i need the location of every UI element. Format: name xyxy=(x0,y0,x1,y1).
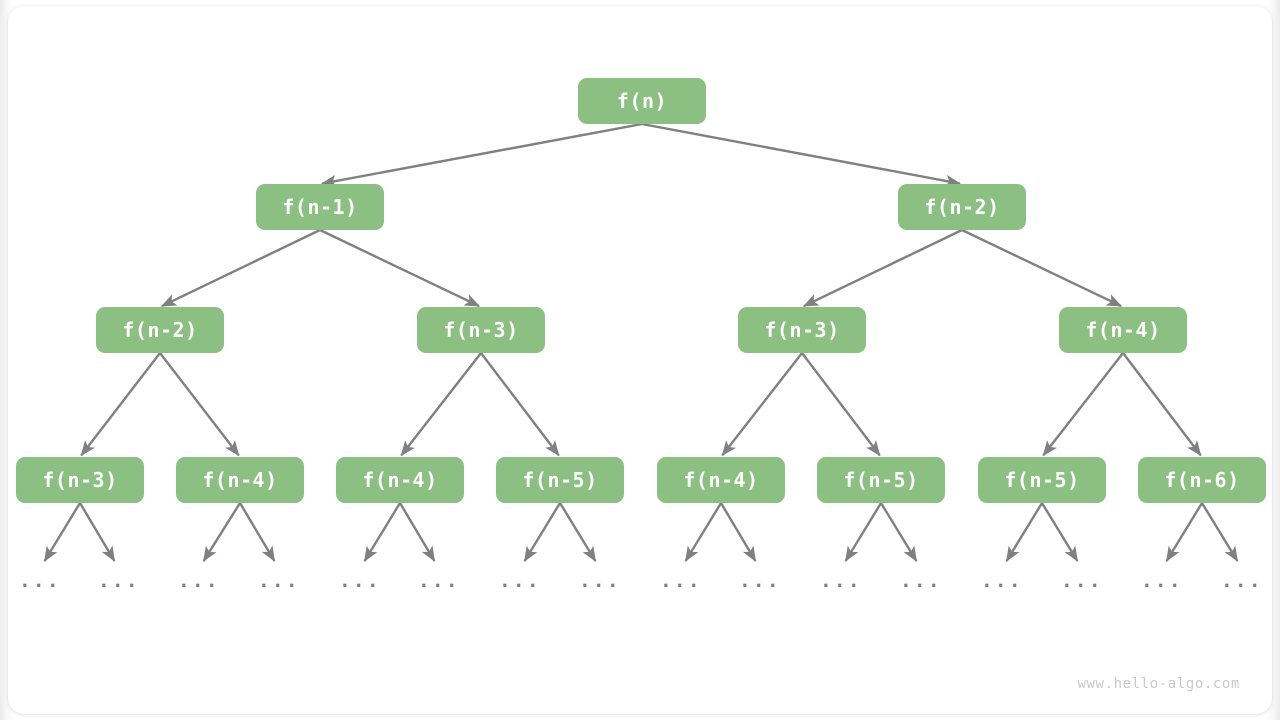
ellipsis-marker: ... xyxy=(258,570,300,592)
ellipsis-marker: ... xyxy=(579,570,621,592)
edge-n7-to-ellipsis-0 xyxy=(43,501,82,562)
ellipsis-marker: ... xyxy=(981,570,1023,592)
edge-n6-to-n14 xyxy=(1121,351,1202,457)
edge-n3-to-n8 xyxy=(158,351,240,457)
edge-n4-to-n9 xyxy=(400,351,483,457)
watermark: www.hello-algo.com xyxy=(1077,676,1240,692)
ellipsis-marker: ... xyxy=(900,570,942,592)
ellipsis-marker: ... xyxy=(1221,570,1263,592)
edge-n1-to-n3 xyxy=(160,228,322,307)
edge-n9-to-ellipsis-0 xyxy=(363,501,402,562)
tree-node-n0: f(n) xyxy=(578,78,706,124)
ellipsis-marker: ... xyxy=(178,570,220,592)
tree-node-n10: f(n-5) xyxy=(496,457,624,503)
edge-n8-to-ellipsis-1 xyxy=(238,501,276,562)
tree-node-n9: f(n-4) xyxy=(336,457,464,503)
edge-n2-to-n5 xyxy=(802,228,964,307)
edge-n7-to-ellipsis-1 xyxy=(78,501,116,562)
edge-n11-to-ellipsis-1 xyxy=(719,501,757,562)
edge-n13-to-ellipsis-1 xyxy=(1040,501,1079,562)
ellipsis-marker: ... xyxy=(418,570,460,592)
tree-node-n1: f(n-1) xyxy=(256,184,384,230)
ellipsis-marker: ... xyxy=(499,570,541,592)
edge-n10-to-ellipsis-1 xyxy=(558,501,597,562)
edge-n14-to-ellipsis-1 xyxy=(1200,501,1239,562)
edge-n8-to-ellipsis-0 xyxy=(202,501,242,562)
ellipsis-marker: ... xyxy=(19,570,61,592)
edge-n6-to-n13 xyxy=(1042,351,1125,457)
edge-n14-to-ellipsis-0 xyxy=(1165,501,1204,562)
edge-n3-to-n7 xyxy=(80,351,162,457)
ellipsis-marker: ... xyxy=(660,570,702,592)
edge-n12-to-ellipsis-0 xyxy=(844,501,883,562)
tree-node-n14: f(n-6) xyxy=(1138,457,1266,503)
edge-n9-to-ellipsis-1 xyxy=(398,501,436,562)
tree-node-n12: f(n-5) xyxy=(817,457,945,503)
edge-n4-to-n10 xyxy=(479,351,560,457)
tree-node-n7: f(n-3) xyxy=(16,457,144,503)
tree-node-n13: f(n-5) xyxy=(978,457,1106,503)
edge-n11-to-ellipsis-0 xyxy=(684,501,723,562)
tree-node-n6: f(n-4) xyxy=(1059,307,1187,353)
edge-n2-to-n6 xyxy=(960,228,1123,307)
tree-node-n5: f(n-3) xyxy=(738,307,866,353)
edge-n10-to-ellipsis-0 xyxy=(523,501,562,562)
edge-n5-to-n11 xyxy=(721,351,804,457)
tree-node-n11: f(n-4) xyxy=(657,457,785,503)
ellipsis-marker: ... xyxy=(339,570,381,592)
ellipsis-marker: ... xyxy=(820,570,862,592)
ellipsis-marker: ... xyxy=(1061,570,1103,592)
ellipsis-marker: ... xyxy=(1141,570,1183,592)
ellipsis-marker: ... xyxy=(739,570,781,592)
tree-node-n8: f(n-4) xyxy=(176,457,304,503)
tree-node-n3: f(n-2) xyxy=(96,307,224,353)
edge-n5-to-n12 xyxy=(800,351,881,457)
edge-n13-to-ellipsis-0 xyxy=(1005,501,1044,562)
edge-n12-to-ellipsis-1 xyxy=(879,501,918,562)
tree-node-n4: f(n-3) xyxy=(417,307,545,353)
ellipsis-marker: ... xyxy=(98,570,140,592)
tree-node-n2: f(n-2) xyxy=(898,184,1026,230)
edge-n0-to-n1 xyxy=(321,122,644,188)
edge-n1-to-n4 xyxy=(318,228,481,307)
edge-n0-to-n2 xyxy=(640,122,961,188)
